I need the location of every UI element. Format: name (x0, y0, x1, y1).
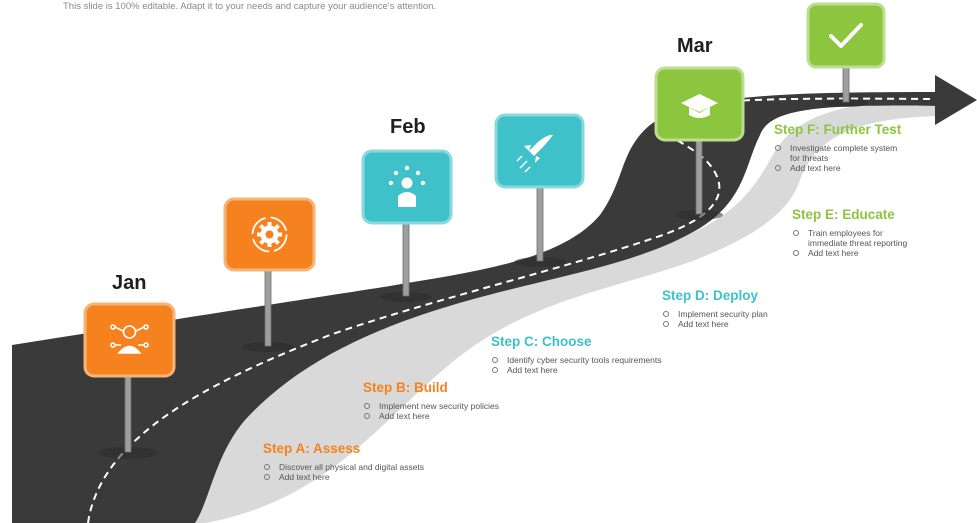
sign-pole (536, 185, 544, 262)
rocket-icon-sign (494, 113, 585, 189)
bullet-item: Add text here (774, 163, 901, 173)
month-label-jan: Jan (112, 272, 147, 294)
step-bullets: Implement new security policies Add text… (363, 401, 499, 421)
network-user-icon-sign (83, 302, 176, 378)
bullet-item: Add text here (363, 411, 499, 421)
step-a: Step A: Assess Discover all physical and… (263, 441, 424, 482)
step-title: Step A: Assess (263, 441, 361, 456)
bullet-item: immediate threat reporting (808, 238, 908, 248)
bullet-item: for threats (790, 153, 829, 163)
team-network-icon-sign (361, 149, 453, 225)
pole-shadows (98, 99, 868, 459)
step-d: Step D: Deploy Implement security plan A… (662, 288, 768, 329)
month-label-mar: Mar (677, 35, 713, 57)
month-label-feb: Feb (390, 116, 426, 138)
sign-pole (124, 373, 132, 453)
road (12, 92, 940, 523)
graduation-cap-icon (681, 94, 718, 118)
step-f: Step F: Further Test Investigate complet… (774, 122, 901, 173)
step-bullets: Train employees for immediate threat rep… (792, 228, 907, 258)
checkmark-icon (829, 23, 863, 48)
bullet-item: Add text here (662, 319, 768, 329)
road-arrow-head (935, 75, 977, 125)
checkmark-icon-sign (806, 2, 886, 69)
slide-subtitle: This slide is 100% editable. Adapt it to… (63, 1, 437, 12)
graduation-cap-icon-sign (654, 66, 745, 142)
team-network-icon (388, 165, 426, 207)
bullet-item: Add text here (263, 472, 424, 482)
bullet-item: Discover all physical and digital assets (263, 462, 424, 472)
sign-pole (842, 64, 850, 103)
step-bullets: Implement security plan Add text here (662, 309, 768, 329)
step-bullets: Discover all physical and digital assets… (263, 462, 424, 482)
step-title: Step D: Deploy (662, 288, 759, 303)
network-user-icon (110, 324, 149, 354)
step-title: Step F: Further Test (774, 122, 902, 137)
step-title: Step B: Build (363, 380, 448, 395)
step-c: Step C: Choose Identify cyber security t… (491, 334, 661, 375)
bullet-item: Implement new security policies (363, 401, 499, 411)
step-title: Step C: Choose (491, 334, 592, 349)
step-e: Step E: Educate Train employees for imme… (792, 207, 907, 258)
sign-pole (402, 221, 410, 297)
bullet-item: Implement security plan (662, 309, 768, 319)
rocket-icon (516, 134, 553, 173)
bullet-item: Add text here (491, 365, 661, 375)
step-bullets: Investigate complete system for threats … (774, 143, 901, 173)
step-bullets: Identify cyber security tools requiremen… (491, 355, 661, 375)
step-b: Step B: Build Implement new security pol… (363, 380, 499, 421)
bullet-item: Train employees for (792, 228, 907, 238)
bullet-item: Investigate complete system (774, 143, 901, 153)
gear-cycle-icon-sign (223, 197, 316, 272)
sign-pole (264, 268, 272, 347)
sign-pole (695, 137, 703, 215)
bullet-item: Add text here (792, 248, 907, 258)
step-title: Step E: Educate (792, 207, 895, 222)
gear-cycle-icon (251, 216, 288, 253)
bullet-item: Identify cyber security tools requiremen… (491, 355, 661, 365)
